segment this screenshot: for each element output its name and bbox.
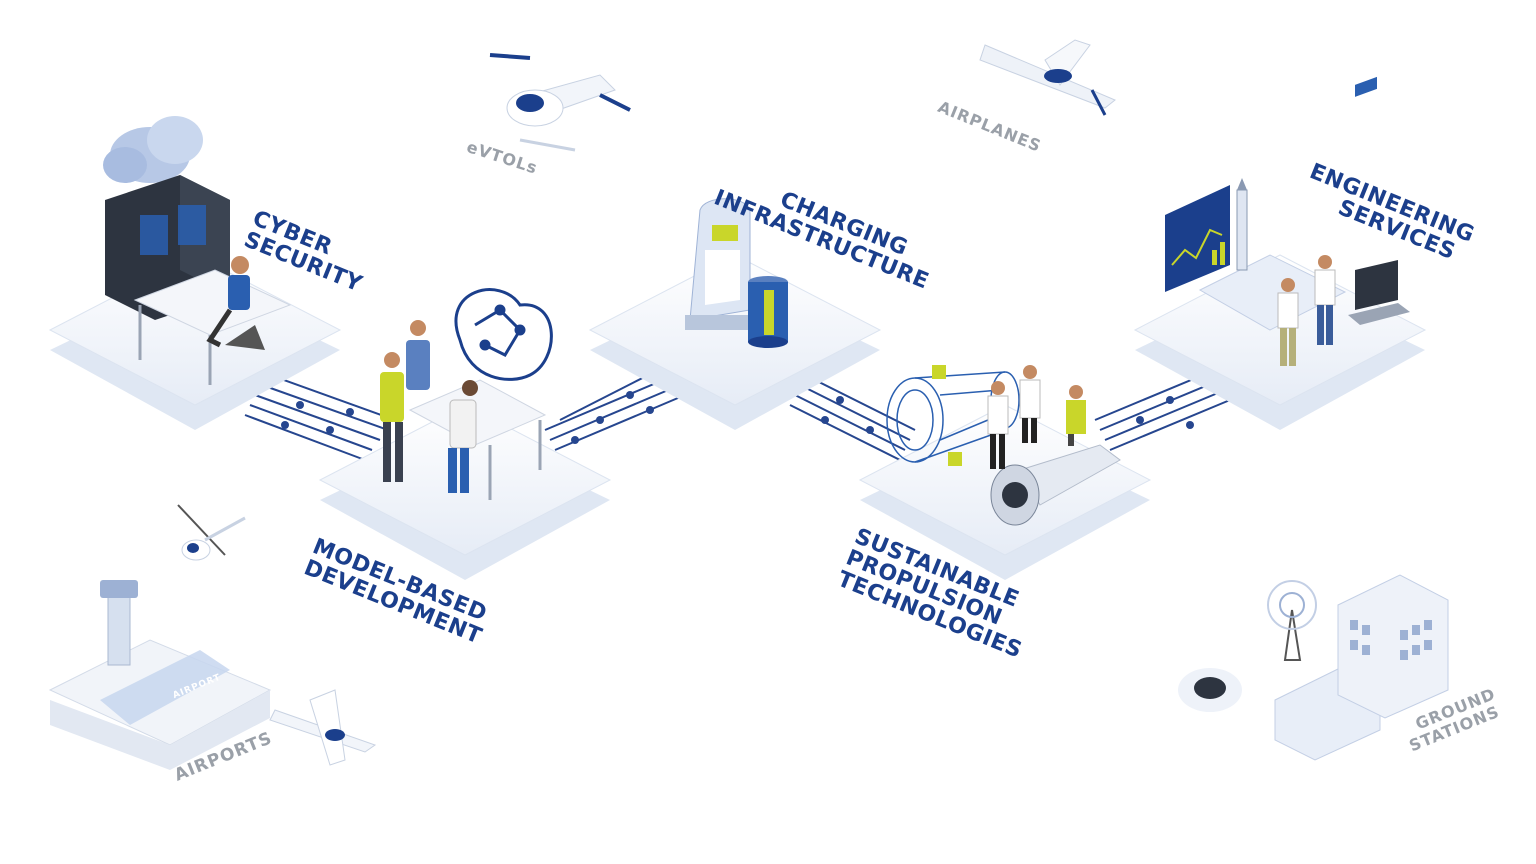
rocket-hologram-icon (1198, 178, 1347, 331)
dashboard-screen-icon (1165, 185, 1230, 292)
engineers-team-icon (1277, 255, 1336, 366)
team-desk-icon (380, 320, 547, 500)
airplane-icon (979, 39, 1116, 116)
ground-station-icon (1178, 76, 1449, 761)
operator-desk-icon (133, 256, 292, 385)
circuit-connector-4 (1094, 369, 1231, 451)
brain-circuit-icon (454, 288, 553, 381)
charging-station-icon (685, 198, 751, 330)
laptop-icon (1348, 260, 1410, 325)
jet-engine-solid-icon (990, 444, 1121, 526)
airport-terminal-icon (48, 580, 272, 770)
battery-icon (748, 276, 788, 348)
small-aircraft-icon (269, 689, 377, 766)
circuit-connector-1 (244, 374, 396, 461)
engineers-vr-icon (932, 365, 1086, 469)
evtol-aircraft-icon (489, 53, 631, 152)
helicopter-icon (177, 504, 246, 561)
